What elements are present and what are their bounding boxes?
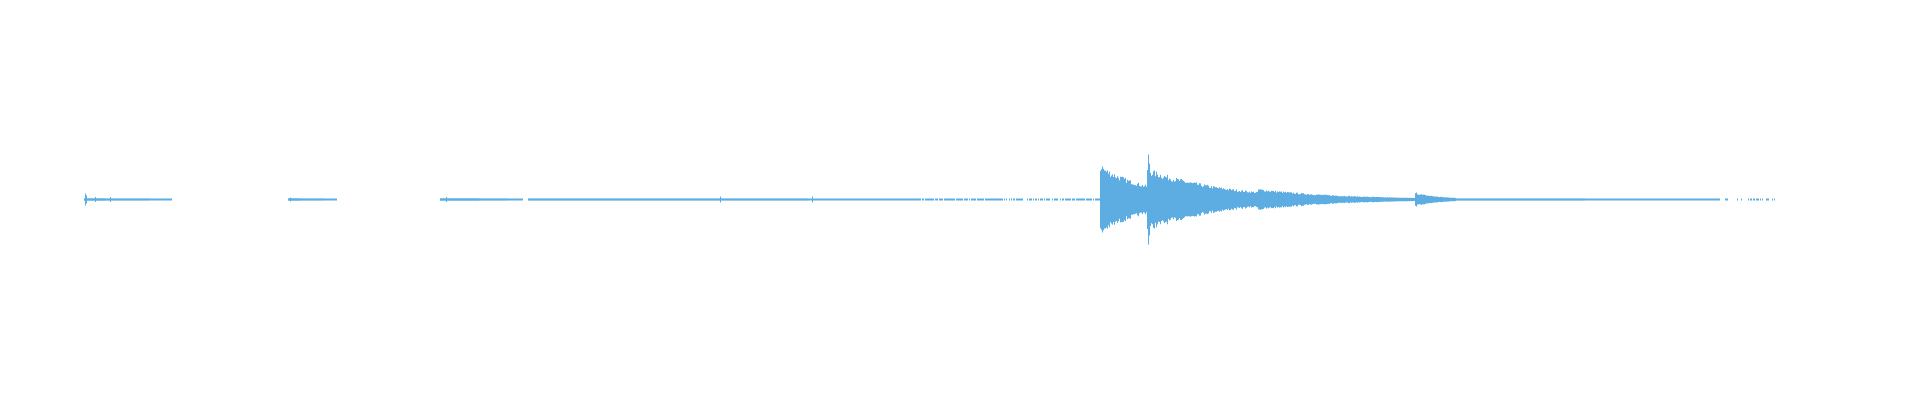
waveform-segment-5 — [1456, 198, 1720, 201]
waveform-burst-4 — [1415, 192, 1456, 207]
waveform-segment-2 — [288, 197, 337, 202]
waveform-burst-2 — [1147, 154, 1258, 245]
waveform-segment-3 — [440, 197, 523, 202]
waveform-segment-4 — [528, 196, 1100, 203]
waveform-burst-1 — [1100, 166, 1147, 233]
waveform-segment-1 — [84, 193, 172, 206]
waveform-burst-3 — [1258, 189, 1415, 210]
waveform-segment-6 — [1725, 198, 1775, 201]
